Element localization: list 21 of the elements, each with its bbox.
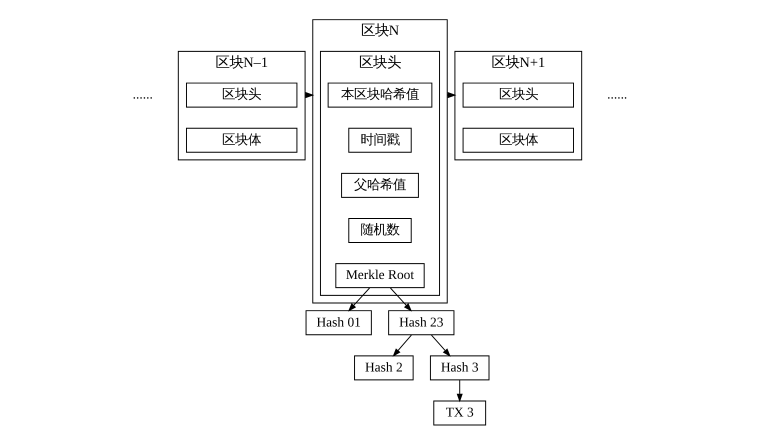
node-box: 区块体 [462, 128, 574, 153]
arrow [456, 380, 463, 402]
node-box: Hash 01 [306, 310, 372, 336]
node-box: Hash 23 [388, 310, 454, 336]
node-box: 区块体 [186, 128, 298, 153]
node-box: 随机数 [348, 218, 412, 243]
label: ...... [607, 86, 628, 102]
node-box: 时间戳 [348, 128, 412, 153]
node-box: TX 3 [433, 400, 486, 426]
arrow [390, 288, 412, 312]
node-box: Merkle Root [335, 263, 425, 288]
label: ...... [132, 86, 153, 102]
node-box: 区块头 [462, 82, 574, 108]
node-box: 父哈希值 [341, 172, 419, 198]
node-box: 区块头 [186, 82, 298, 108]
arrow [348, 288, 370, 312]
node-box: Hash 3 [430, 355, 490, 380]
arrow [430, 334, 451, 357]
node-box: 本区块哈希值 [328, 82, 432, 108]
node-box: Hash 2 [354, 355, 414, 380]
arrow [392, 334, 412, 357]
